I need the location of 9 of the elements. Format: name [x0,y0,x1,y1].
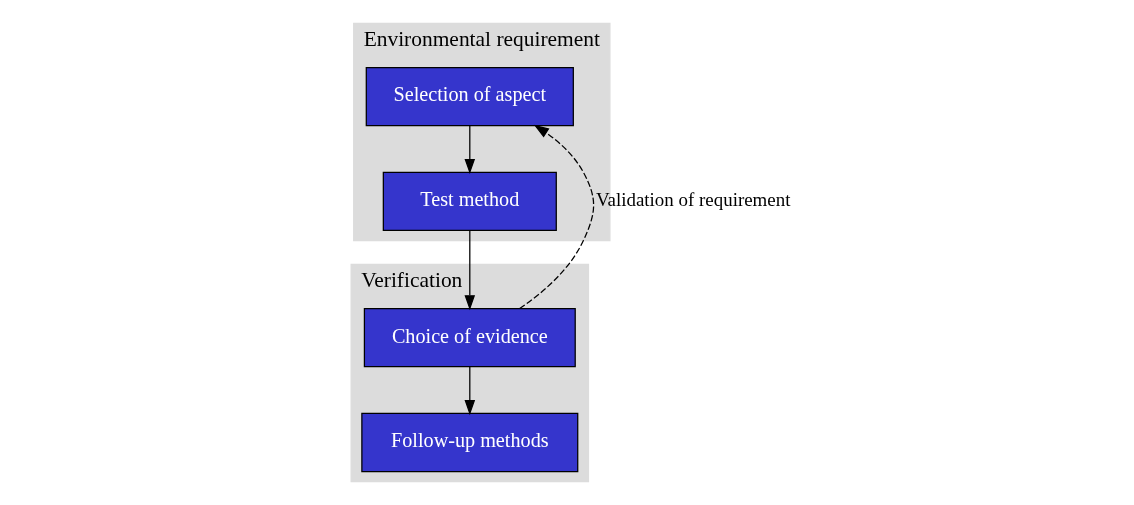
arrow [464,366,476,416]
arrow [464,125,476,175]
node-box: Follow-up methods [361,412,579,473]
node-box: Selection of aspect [365,66,574,127]
arrow [519,124,595,310]
node-box: Choice of evidence [363,308,576,368]
edge-label: Validation of requirement [596,188,791,210]
node-box: Test method [382,171,557,232]
arrow [464,230,476,311]
